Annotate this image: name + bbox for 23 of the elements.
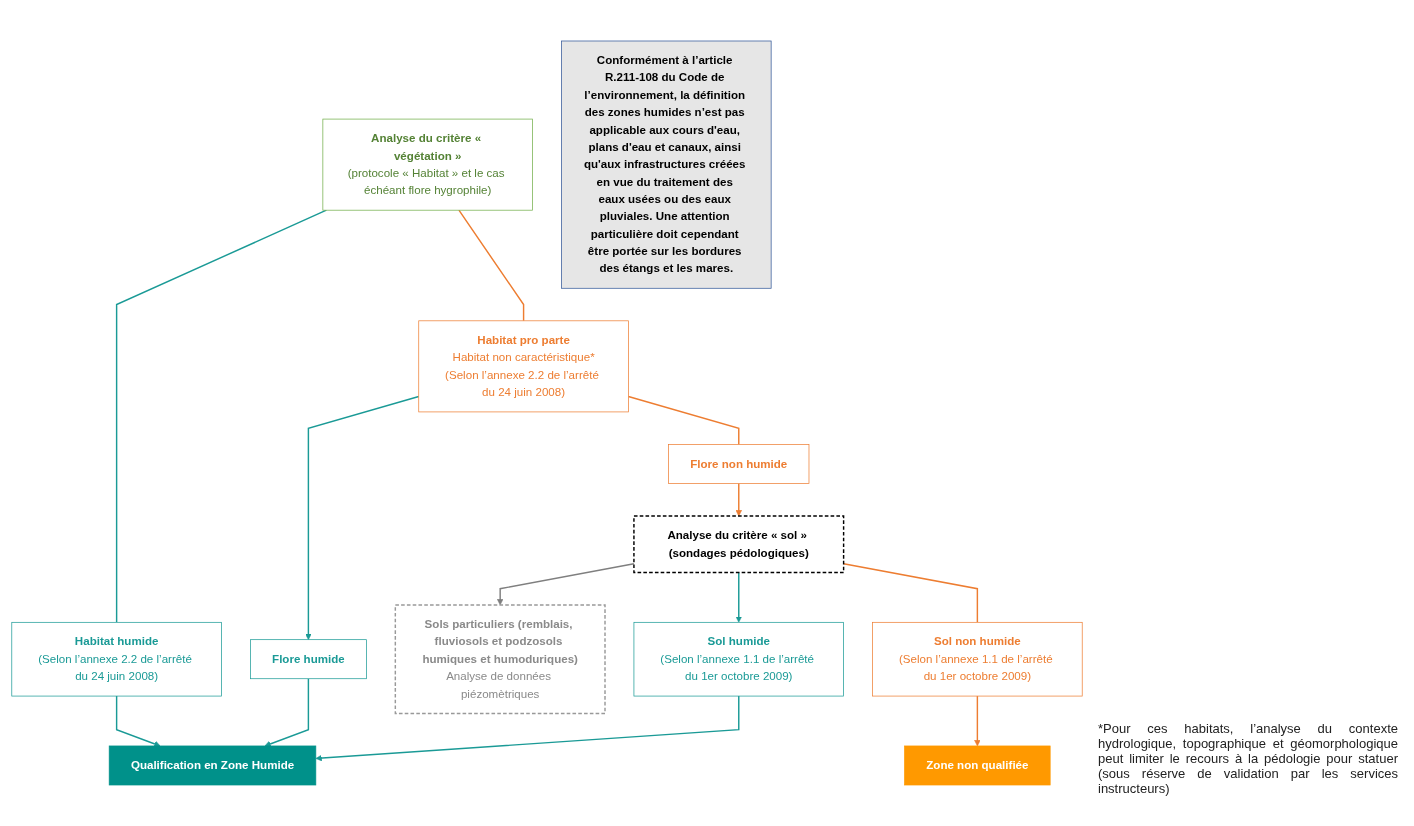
arrow — [735, 571, 742, 623]
arrow — [264, 678, 310, 747]
arrow — [974, 695, 981, 747]
connector — [115, 209, 328, 624]
node-box: Conformément à l’article R.211-108 du Code de l’environnement, la définition des zones humides n’est pas applicable aux cours d'eau, plans d'eau et canaux, ainsi qu'aux infrastructures créées en vue du traitement des eaux usées ou des eaux pluviales. Une attention particulière doit cependant être portée sur les bordures des étangs et les mares. — [561, 40, 772, 289]
arrow — [305, 395, 420, 640]
connector — [458, 209, 525, 322]
node-box: Zone non qualifiée — [904, 745, 1051, 786]
node-box: Sol non humide (Selon l’annexe 1.1 de l’arrêté du 1er octobre 2009) — [872, 621, 1083, 697]
arrow — [735, 482, 742, 517]
arrow — [115, 695, 161, 747]
node-box: Habitat humide (Selon l’annexe 2.2 de l’arrêté du 24 juin 2008) — [11, 621, 222, 697]
node-box: Analyse du critère « végétation » (protocole « Habitat » et le cas échéant flore hygrophile) — [322, 118, 533, 211]
node-box: Flore humide — [250, 639, 367, 680]
node-box: Qualification en Zone Humide — [108, 745, 317, 786]
node-box: Sol humide (Selon l’annexe 1.1 de l’arrêté du 1er octobre 2009) — [633, 621, 844, 697]
node-box: Sols particuliers (remblais, fluviosols et podzosols humiques et humoduriques) Analyse de données piézomètriques — [394, 604, 606, 715]
node-box: Habitat pro parte Habitat non caractéristique* (Selon l’annexe 2.2 de l’arrêté du 24 juin 2008) — [418, 320, 629, 413]
connector — [627, 395, 740, 446]
node-box: Flore non humide — [668, 444, 810, 484]
node-box: Analyse du critère « sol » (sondages pédologiques) — [633, 515, 845, 574]
arrow — [315, 695, 740, 762]
footnote-text: *Pour ces habitats, l’analyse du contexte hydrologique, topographique et géomorphologique peut limiter le recours à la pédologie pour statuer (sous réserve de validation par les services instructeurs) — [1098, 721, 1398, 796]
